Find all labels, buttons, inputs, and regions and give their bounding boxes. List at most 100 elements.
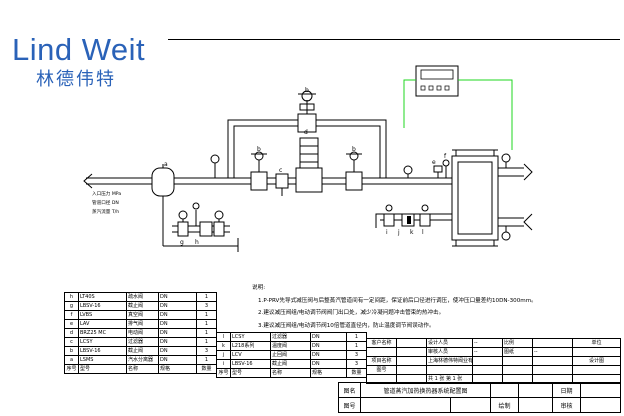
drawing-notes: 说明: 1.P-PRV先导式减压阀与后整蒸汽管道间有一定间距，保证前后口径进行调… <box>252 282 537 332</box>
inlet-arrow <box>83 173 93 189</box>
table-cell: i <box>216 359 231 369</box>
tag-j: j <box>397 229 400 236</box>
tag-d: d <box>304 129 308 136</box>
table-cell: b <box>64 346 79 356</box>
note-line-3: 3.建议减压阀组/电动调节阀10倍管道直径内，防止温度调节阀误动作。 <box>258 322 435 329</box>
drawing-name-value: 管道蒸汽加热换热器系统配置图 <box>359 382 492 398</box>
table-cell <box>396 338 427 348</box>
drafter-value <box>518 397 554 413</box>
blank-cell <box>490 382 520 398</box>
table-cell: LT40S <box>78 292 127 302</box>
table-cell: l <box>216 332 231 342</box>
table-cell: DN <box>158 346 197 356</box>
table-cell: 疏水阀 <box>126 292 159 302</box>
table-cell: 规格 <box>158 364 197 374</box>
logo-english: Lind Weit <box>12 32 146 67</box>
table-cell: DN <box>158 319 197 329</box>
tag-l: l <box>422 229 424 236</box>
table-cell: 1 <box>346 332 367 342</box>
table-cell <box>502 356 533 366</box>
table-cell: j <box>216 350 231 360</box>
drawing-number-label: 图号 <box>338 397 361 413</box>
tag-b-bypass: b <box>305 87 309 94</box>
table-cell: 1 <box>196 328 217 338</box>
tag-i: i <box>386 229 388 236</box>
tag-b-outlet: b <box>352 146 356 153</box>
table-cell <box>426 365 473 375</box>
table-cell: LBSV-16 <box>78 346 127 356</box>
drawing-info-block: 图名 管道蒸汽加热换热器系统配置图 日期 图号 绘制 审核 <box>338 382 622 413</box>
table-cell: 1 <box>196 337 217 347</box>
table-cell: LSMS <box>78 355 127 365</box>
table-cell: 审核人员 <box>426 347 473 357</box>
table-cell: 汽水分离器 <box>126 355 159 365</box>
inlet-flow-label: 蒸汽流量 T/h <box>92 208 119 215</box>
table-cell <box>366 347 397 357</box>
table-cell <box>532 365 573 375</box>
table-cell: DN <box>158 337 197 347</box>
table-cell: 型号 <box>78 364 127 374</box>
table-cell: DN <box>158 310 197 320</box>
table-cell: LVBS <box>78 310 127 320</box>
drafter-label: 绘制 <box>490 397 520 413</box>
table-cell: DN <box>310 341 347 351</box>
tag-c: c <box>279 167 282 174</box>
table-cell: LCSY <box>230 332 271 342</box>
tag-f: f <box>444 153 447 160</box>
table-cell: LCV <box>230 350 271 360</box>
table-cell <box>396 365 427 375</box>
motorized-valve-d <box>295 167 323 193</box>
table-cell: 排气阀 <box>126 319 159 329</box>
table-cell: 设计人员 <box>426 338 473 348</box>
plate-heat-exchanger <box>451 155 499 241</box>
blank-cell <box>518 382 554 398</box>
table-cell: DN <box>310 359 347 369</box>
table-row: 项目名称上海林德伟特阀业有限公司设计图 <box>366 356 621 366</box>
table-cell: LAV <box>78 319 127 329</box>
tag-e: e <box>432 159 436 166</box>
table-cell: 3 <box>346 350 367 360</box>
table-cell: L218系列 <box>230 341 271 351</box>
table-cell: f <box>64 310 79 320</box>
strainer-c <box>275 173 289 189</box>
digital-controller-icon <box>415 65 459 97</box>
table-cell <box>472 356 503 366</box>
table-cell: 3 <box>196 301 217 311</box>
table-cell: DN <box>310 350 347 360</box>
tag-b-inlet: b <box>257 146 261 153</box>
table-cell <box>532 356 573 366</box>
inlet-diameter-label: 管道口径 DN <box>92 199 119 206</box>
table-cell: BRZ25 MC <box>78 328 127 338</box>
table-cell: a <box>64 355 79 365</box>
table-cell: 1 <box>196 292 217 302</box>
table-cell: 止回阀 <box>270 350 311 360</box>
table-cell: DN <box>310 332 347 342</box>
table-cell: h <box>64 292 79 302</box>
note-line-2: 2.建议减压阀组/电动调节阀阀门出口处，减少冷凝问题冲击管束的热冲击。 <box>258 310 445 316</box>
header-rule <box>168 39 620 40</box>
table-cell: d <box>64 328 79 338</box>
note-line-1: 1.P-PRV先导式减压阀与后整蒸汽管道间有一定间距，保证前后口径进行调压，使冲… <box>258 297 537 304</box>
title-block: 客户名称设计人员--比例单位审核人员--图纸--项目名称上海林德伟特阀业有限公司… <box>366 338 621 384</box>
table-cell: 规格 <box>310 368 347 378</box>
table-cell: 真空阀 <box>126 310 159 320</box>
table-cell: DN <box>158 328 197 338</box>
table-cell: -- <box>532 347 573 357</box>
table-cell: DN <box>158 292 197 302</box>
table-cell <box>502 365 533 375</box>
table-cell <box>572 347 621 357</box>
table-cell: 单位 <box>572 338 621 348</box>
tag-a: a <box>164 161 168 168</box>
table-cell: 设计图 <box>572 356 621 366</box>
